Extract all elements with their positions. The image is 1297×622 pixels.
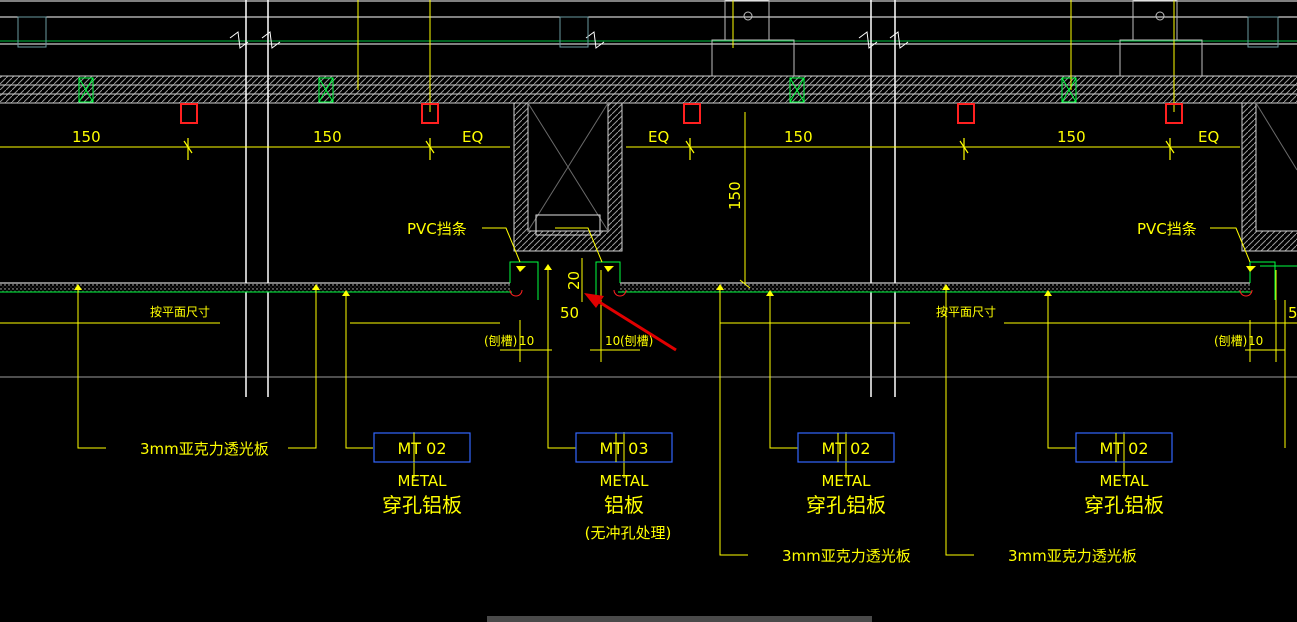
label-acrylic-a: 3mm亚克力透光板: [140, 440, 269, 458]
dim-150-vertical: 150: [726, 181, 744, 210]
tag-name: 穿孔铝板: [382, 493, 462, 517]
tag-material: METAL: [599, 472, 649, 490]
material-tag[interactable]: MT 02 METAL 穿孔铝板: [797, 432, 895, 517]
material-tag[interactable]: MT 02 METAL 穿孔铝板: [373, 432, 471, 517]
ceiling-structure: [0, 0, 1297, 124]
annotation-texts: PVC挡条 PVC挡条 按平面尺寸 按平面尺寸 (刨槽) (刨槽) (刨槽) 3…: [140, 220, 1247, 565]
label-finish-dim-b: 按平面尺寸: [936, 305, 996, 319]
label-finish-dim-a: 按平面尺寸: [150, 305, 210, 319]
markup-arrow: [584, 293, 677, 352]
dim-150-b: 150: [313, 128, 342, 146]
dim-50: 50: [560, 304, 579, 322]
horizontal-scrollbar[interactable]: [487, 616, 872, 622]
tag-name: 穿孔铝板: [806, 493, 886, 517]
dim-150-d: 150: [1057, 128, 1086, 146]
arrow-heads: [74, 264, 1256, 296]
dim-150-a: 150: [72, 128, 101, 146]
dim-10-b: 10: [605, 334, 620, 348]
material-tag[interactable]: MT 02 METAL 穿孔铝板: [1075, 432, 1173, 517]
tag-code: MT 02: [1099, 439, 1148, 458]
tag-code: MT 03: [599, 439, 648, 458]
dimension-lines: [0, 112, 1297, 362]
label-bao-cao-c: (刨槽): [1214, 333, 1247, 348]
material-tag[interactable]: MT 03 METAL 铝板 (无冲孔处理): [575, 432, 673, 542]
label-acrylic-b: 3mm亚克力透光板: [782, 547, 911, 565]
light-trough-left: [513, 102, 623, 252]
label-acrylic-c: 3mm亚克力透光板: [1008, 547, 1137, 565]
structural-columns: [245, 0, 896, 397]
dim-10-c: 10: [1248, 334, 1263, 348]
dim-20: 20: [565, 271, 583, 290]
dim-150-c: 150: [784, 128, 813, 146]
light-trough-right: [1241, 102, 1297, 252]
tag-material: METAL: [821, 472, 871, 490]
leader-lines: [77, 227, 1286, 556]
ceiling-panel: [0, 261, 1297, 378]
tag-material: METAL: [397, 472, 447, 490]
label-pvc-strip-a: PVC挡条: [407, 220, 467, 238]
dim-5-edge: 5: [1288, 304, 1297, 322]
tag-code: MT 02: [397, 439, 446, 458]
dimension-texts: 150 150 EQ EQ 150 150 150 EQ 20 50 10 10…: [72, 128, 1297, 348]
label-pvc-strip-b: PVC挡条: [1137, 220, 1197, 238]
dim-10-a: 10: [519, 334, 534, 348]
tag-code: MT 02: [821, 439, 870, 458]
label-bao-cao-b: (刨槽): [620, 333, 653, 348]
dim-eq-a: EQ: [462, 128, 483, 146]
tag-material: METAL: [1099, 472, 1149, 490]
label-bao-cao-a: (刨槽): [484, 333, 517, 348]
tag-name: 铝板: [604, 493, 644, 517]
tag-note: (无冲孔处理): [585, 524, 672, 542]
tag-name: 穿孔铝板: [1084, 493, 1164, 517]
dim-eq-b: EQ: [648, 128, 669, 146]
dim-eq-c: EQ: [1198, 128, 1219, 146]
